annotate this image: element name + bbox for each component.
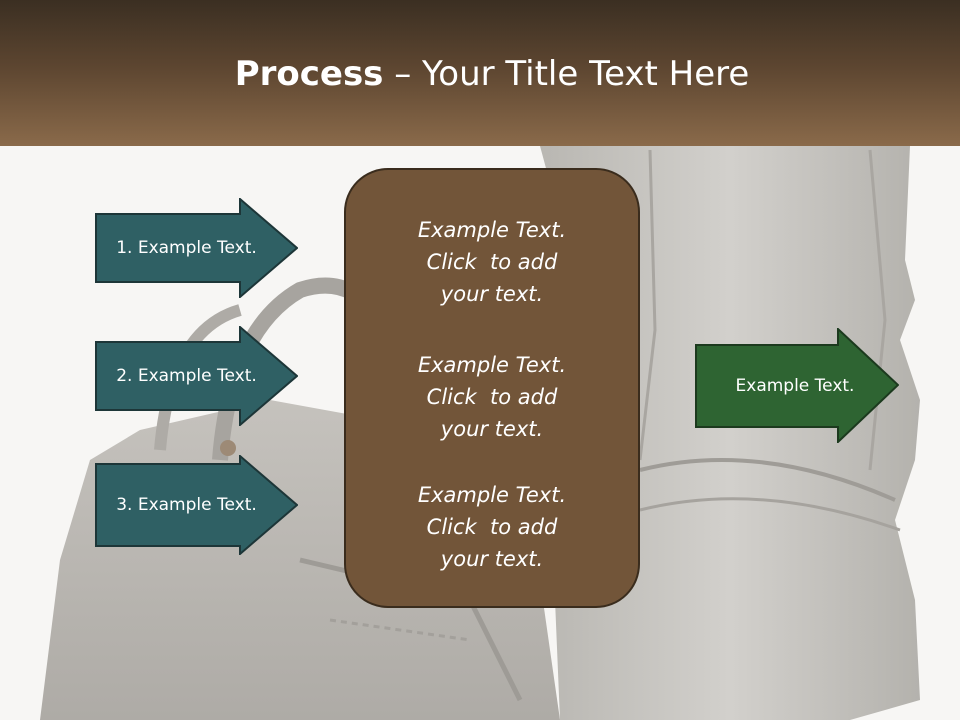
arrow-shape (95, 455, 298, 555)
result-arrow-label: Example Text. (735, 375, 855, 396)
center-text-box[interactable]: Example Text. Click to add your text. Ex… (344, 168, 640, 608)
center-text-item-1: Example Text. Click to add your text. (417, 218, 567, 306)
step-arrow-1[interactable]: 1. Example Text. (95, 198, 298, 298)
title-bold: Process (234, 54, 384, 94)
arrow-shape (95, 198, 298, 298)
title-banner (0, 0, 960, 146)
slide-title[interactable]: Process – Your Title Text Here (0, 52, 960, 96)
step-arrow-label: 3. Example Text. (116, 495, 257, 515)
title-rest: – Your Title Text Here (383, 54, 750, 94)
step-arrow-label: 2. Example Text. (116, 366, 257, 386)
step-arrow-label: 1. Example Text. (116, 238, 257, 258)
center-text-item-2: Example Text. Click to add your text. (417, 353, 567, 441)
step-arrow-2[interactable]: 2. Example Text. (95, 326, 298, 426)
center-text-item-3: Example Text. Click to add your text. (417, 483, 567, 571)
arrow-shape (95, 326, 298, 426)
arrow-shape (695, 328, 899, 443)
step-arrow-3[interactable]: 3. Example Text. (95, 455, 298, 555)
result-arrow[interactable]: Example Text. (695, 328, 899, 443)
